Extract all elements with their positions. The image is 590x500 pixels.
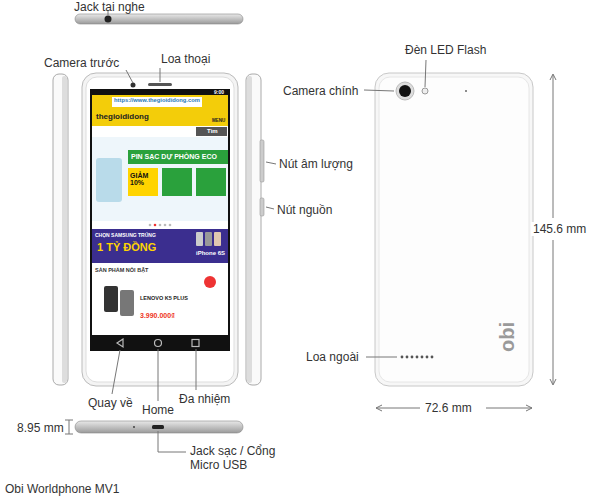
side-rim (62, 76, 67, 383)
headphone-jack (105, 16, 112, 23)
part-label: Camera chính (283, 84, 358, 98)
mic-hole (465, 90, 467, 92)
screen-text: CHỌN SAMSUNG TRÚNG (95, 233, 156, 238)
leader (112, 350, 120, 394)
screen-text: PIN SẠC DỰ PHÒNG ECO (131, 153, 217, 160)
dimension-label: 145.6 mm (531, 222, 588, 236)
url-field (112, 97, 202, 107)
mic-hole (133, 426, 135, 428)
leader (158, 431, 186, 452)
leader (160, 68, 161, 82)
leader (158, 349, 159, 401)
leader (366, 357, 397, 358)
screen-text: MENU (212, 119, 225, 124)
bottom-edge (75, 421, 243, 433)
main-camera (399, 85, 411, 97)
usb-port (152, 425, 164, 429)
discount-box (128, 168, 158, 196)
product-image (120, 290, 134, 316)
leader (126, 70, 133, 83)
thickness-dimension (65, 420, 73, 434)
site-header (92, 109, 228, 126)
powerbank-image (96, 158, 122, 202)
top-edge (75, 14, 243, 24)
earpiece (148, 83, 172, 86)
promo-box (196, 168, 226, 196)
product-image (104, 286, 118, 312)
screen-text: iPhone 6S (196, 250, 225, 256)
part-label: Nút nguồn (277, 203, 332, 217)
screen-text: 3.990.000₫ (140, 312, 175, 319)
part-label: Loa thoại (161, 52, 210, 66)
iphone-image (205, 232, 212, 246)
screen-text: SẢN PHẨM NỔI BẬT (95, 268, 148, 274)
volume-button (260, 140, 264, 182)
front-body (82, 73, 238, 386)
left-side (53, 74, 68, 385)
pager-dots (149, 224, 172, 227)
part-label: Quay về (88, 396, 133, 410)
caption: Obi Worldphone MV1 (5, 482, 120, 496)
back-panel (379, 77, 529, 382)
banner-stripe (128, 150, 228, 164)
part-label: Jack tai nghe (74, 0, 145, 14)
screen-text: GIẢM 10% (130, 172, 156, 186)
screen-text: 1 TỶ ĐỒNG (97, 242, 156, 253)
leader (364, 90, 394, 91)
right-side (246, 74, 261, 385)
speaker-grille (401, 356, 434, 359)
search-button (196, 127, 227, 136)
leader (266, 207, 274, 209)
part-label: Home (142, 403, 174, 417)
back-body (375, 73, 533, 386)
search-bar (92, 126, 228, 137)
main-camera-ring (396, 82, 414, 100)
part-label: Đa nhiệm (179, 392, 230, 406)
dots-row (92, 221, 228, 229)
leader (425, 60, 426, 87)
screen-text: LENOVO K5 PLUS (140, 296, 188, 302)
nav-buttons (117, 339, 199, 347)
leader (266, 162, 276, 164)
screen (90, 89, 230, 351)
promo-box (162, 168, 192, 196)
banner (92, 137, 228, 221)
part-label: Jack sạc / Cổng Micro USB (190, 444, 290, 472)
screen-text: 9:00 (214, 90, 224, 95)
part-label: Đèn LED Flash (405, 43, 486, 57)
part-label: Loa ngoài (306, 350, 359, 364)
led-flash (422, 88, 428, 94)
banner-two (92, 229, 228, 263)
dimension-label: 72.6 mm (423, 401, 474, 415)
iphone-image (214, 232, 221, 246)
products-area (92, 263, 228, 335)
iphone-image (196, 232, 203, 246)
screen-text: thegioididong (96, 113, 149, 121)
part-label: Nút âm lượng (279, 157, 353, 171)
power-button (260, 198, 264, 216)
side-rim (247, 76, 252, 383)
part-label: Camera trước (44, 56, 119, 70)
front-camera (131, 83, 136, 88)
sale-badge (204, 276, 216, 288)
dimension-label: 8.95 mm (17, 421, 64, 435)
leader (196, 349, 197, 390)
front-bezel (86, 77, 234, 382)
url-bar (92, 95, 228, 109)
screen-text: Tìm (207, 128, 218, 134)
screen-text: https://www.thegioididong.com (114, 98, 200, 104)
brand-logo: obi (497, 322, 517, 352)
